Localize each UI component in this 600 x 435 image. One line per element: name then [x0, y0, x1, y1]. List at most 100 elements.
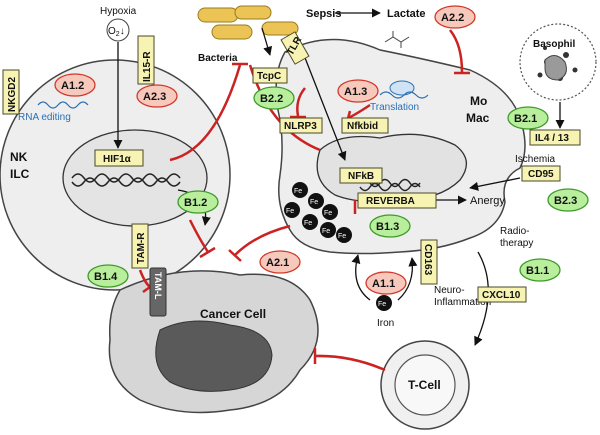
svg-text:NKGD2: NKGD2 — [7, 77, 18, 112]
rna-wave — [37, 101, 89, 109]
box-tam-l: TAM-L — [149, 267, 167, 317]
svg-text:TAM-L: TAM-L — [153, 272, 163, 300]
oval-a1-1: A1.1 — [365, 271, 407, 295]
bacterium-icon — [197, 7, 239, 23]
o2-subscript: 2 — [116, 31, 120, 38]
svg-text:B1.1: B1.1 — [526, 265, 549, 277]
anergy-label: Anergy — [470, 195, 505, 207]
bacteria-label: Bacteria — [198, 53, 238, 64]
basophil-label: Basophil — [533, 39, 575, 50]
neuro-inflammation-label-2: Inflammation — [434, 297, 491, 308]
bacterium-icon — [234, 5, 272, 20]
activation-arrows — [113, 8, 565, 346]
cancer-nucleus — [155, 320, 273, 392]
box-nfkbid: Nfkbid — [341, 117, 389, 134]
cancer-cell-label: Cancer Cell — [200, 307, 266, 321]
oval-a2-1: A2.1 — [259, 250, 301, 274]
svg-text:B2.1: B2.1 — [514, 113, 537, 125]
svg-text:A1.2: A1.2 — [61, 80, 84, 92]
ribosome-icon — [379, 80, 429, 99]
svg-text:A2.2: A2.2 — [441, 12, 464, 24]
box-cd95: CD95 — [521, 165, 561, 182]
svg-text:A1.1: A1.1 — [372, 278, 395, 290]
box-tcpc: TcpC — [252, 67, 288, 84]
svg-text:Fe: Fe — [338, 233, 346, 240]
svg-text:HIF1α: HIF1α — [103, 154, 132, 165]
nk-dna — [71, 173, 181, 183]
svg-text:IL15-R: IL15-R — [142, 51, 153, 82]
nk-label: NK — [10, 150, 28, 164]
box-cxcl10: CXCL10 — [477, 286, 527, 303]
box-hif1a: HIF1α — [94, 149, 144, 167]
oval-b1-3: B1.3 — [369, 214, 411, 238]
iron-particles: Fe Fe Fe Fe Fe Fe Fe Fe — [284, 182, 392, 311]
oval-a2-2: A2.2 — [434, 5, 476, 29]
box-reverba: REVERBA — [357, 192, 437, 209]
t-cell: T-Cell — [380, 340, 470, 430]
hypoxia-label: Hypoxia — [100, 6, 137, 17]
box-tam-r: TAM-R — [131, 223, 149, 269]
svg-text:B2.3: B2.3 — [554, 195, 577, 207]
svg-text:CD95: CD95 — [528, 169, 554, 180]
radiotherapy-label-2: therapy — [500, 238, 533, 249]
svg-text:REVERBA: REVERBA — [366, 196, 415, 207]
oval-b1-4: B1.4 — [87, 264, 129, 288]
svg-text:B1.3: B1.3 — [376, 221, 399, 233]
svg-text:B1.4: B1.4 — [94, 271, 118, 283]
oval-b2-3: B2.3 — [547, 188, 589, 212]
svg-text:Fe: Fe — [294, 188, 302, 195]
mac-label: Mac — [466, 111, 490, 125]
svg-text:NLRP3: NLRP3 — [284, 121, 317, 132]
box-tlr: TLR — [280, 31, 310, 65]
svg-text:NFkB: NFkB — [348, 171, 374, 182]
oval-b2-2: B2.2 — [253, 86, 295, 110]
radiotherapy-label-1: Radio- — [500, 226, 529, 237]
sepsis-label: Sepsis — [306, 8, 341, 20]
iron-label: Iron — [377, 318, 394, 329]
neuro-inflammation-label-1: Neuro- — [434, 285, 465, 296]
svg-text:A2.1: A2.1 — [266, 257, 289, 269]
svg-text:B1.2: B1.2 — [184, 197, 207, 209]
svg-text:Fe: Fe — [310, 199, 318, 206]
box-nfkb: NFkB — [339, 167, 383, 184]
svg-text:TcpC: TcpC — [257, 71, 281, 82]
svg-text:Nfkbid: Nfkbid — [347, 121, 378, 132]
svg-text:IL4 / 13: IL4 / 13 — [535, 133, 569, 144]
svg-text:O2↓: O2↓ — [108, 26, 125, 38]
lactate-structure-icon — [384, 31, 410, 48]
svg-text:Fe: Fe — [286, 208, 294, 215]
mo-label: Mo — [470, 94, 487, 108]
svg-text:Fe: Fe — [324, 210, 332, 217]
o2-label: O — [108, 26, 116, 37]
oval-b1-1: B1.1 — [519, 258, 561, 282]
svg-text:CXCL10: CXCL10 — [482, 290, 521, 301]
box-nkgd2: NKGD2 — [2, 69, 20, 115]
translation-label: Translation — [370, 102, 419, 113]
bacteria-group: Bacteria — [197, 5, 299, 64]
svg-text:A2.3: A2.3 — [143, 91, 166, 103]
box-nlrp3: NLRP3 — [279, 117, 323, 134]
lactate-label: Lactate — [387, 8, 426, 20]
t-cell-label: T-Cell — [408, 378, 441, 392]
rna-editing-label: RNA editing — [18, 112, 71, 123]
oval-b2-1: B2.1 — [507, 106, 549, 130]
oval-b1-2: B1.2 — [177, 190, 219, 214]
svg-text:Fe: Fe — [322, 228, 330, 235]
svg-text:CD163: CD163 — [422, 244, 433, 276]
svg-text:A1.3: A1.3 — [344, 86, 367, 98]
cancer-cell: Cancer Cell — [108, 270, 319, 414]
box-cd163: CD163 — [420, 239, 438, 285]
svg-text:Fe: Fe — [378, 301, 386, 308]
oval-a2-3: A2.3 — [136, 84, 178, 108]
oval-a1-2: A1.2 — [54, 73, 96, 97]
ischemia-label: Ischemia — [515, 154, 555, 165]
ilc-label: ILC — [10, 167, 30, 181]
svg-text:B2.2: B2.2 — [260, 93, 283, 105]
o2-circle — [106, 18, 130, 42]
basophil-cell: Basophil — [519, 23, 597, 101]
mac-nucleus — [316, 133, 467, 203]
o2-down-arrow: ↓ — [120, 26, 125, 37]
oval-a1-3: A1.3 — [337, 79, 379, 103]
nk-ilc-cell: NK ILC RNA editing — [0, 59, 231, 291]
